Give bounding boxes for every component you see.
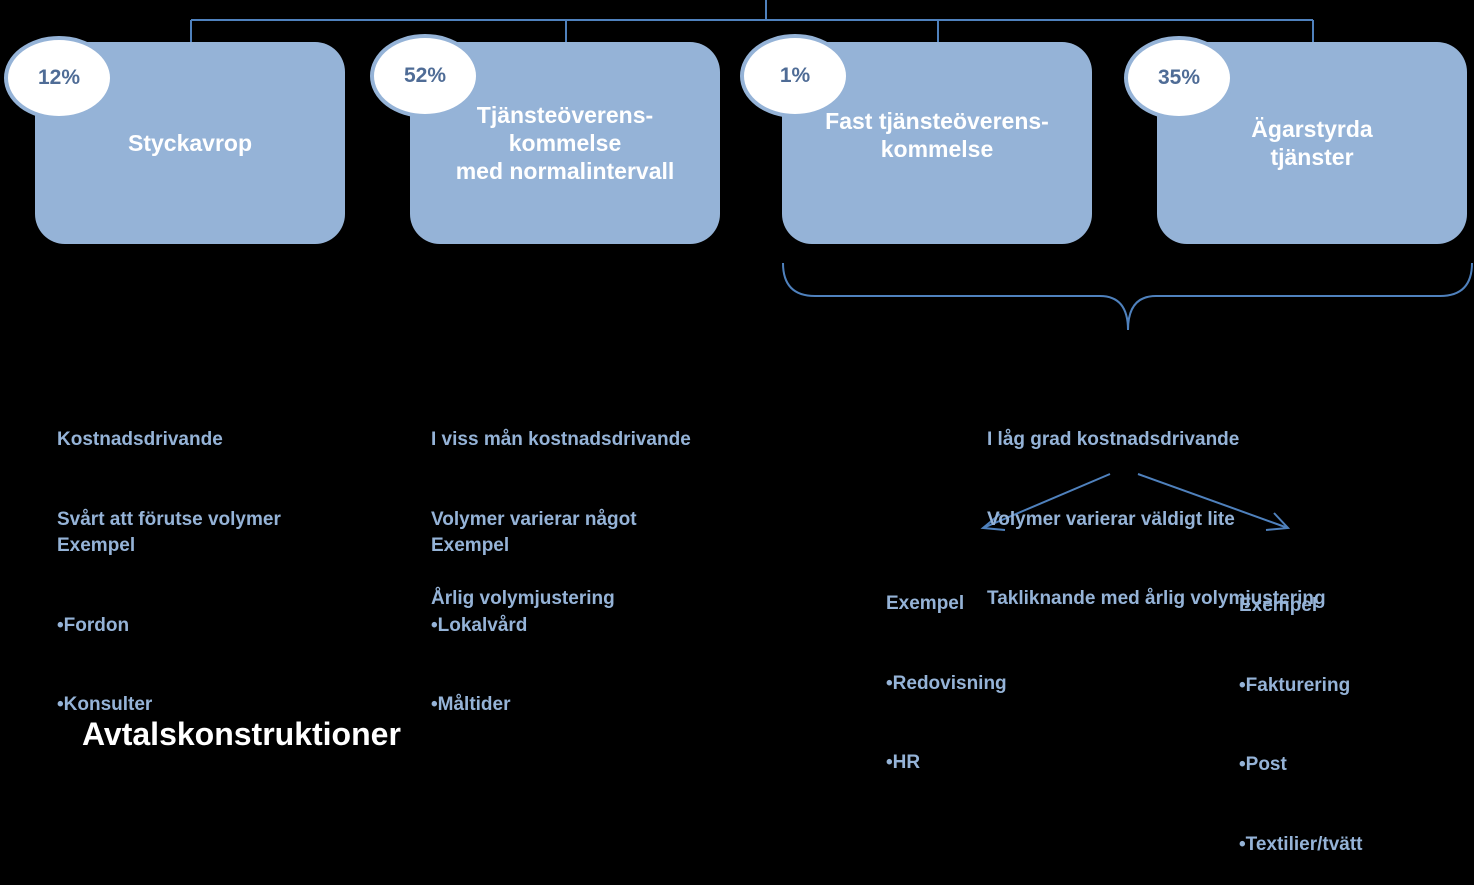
description-line: Volymer varierar något: [431, 508, 637, 530]
description-col2: I viss mån kostnadsdrivande Volymer vari…: [431, 374, 691, 639]
example-header: Exempel: [886, 593, 965, 614]
category-box-agarstyrda-tjanster: Ägarstyrda tjänster: [1157, 42, 1467, 244]
examples-col3-left: Exempel •Redovisning •HR: [886, 538, 1007, 803]
examples-col2: Exempel •Lokalvård •Måltider: [431, 480, 527, 745]
description-line: Årlig volymjustering: [431, 588, 615, 609]
percent-value: 35%: [1157, 66, 1201, 89]
examples-col3-right: Exempel •Fakturering •Post •Textilier/tv…: [1239, 540, 1363, 885]
percent-badge: 12%: [4, 36, 114, 120]
connector-lines: [190, 0, 1473, 531]
description-line: I låg grad kostnadsdrivande: [987, 429, 1240, 450]
example-item: •Måltider: [431, 694, 511, 715]
example-item: •Konsulter: [57, 694, 153, 715]
example-header: Exempel: [57, 535, 136, 556]
description-col1: Kostnadsdrivande Svårt att förutse volym…: [57, 374, 281, 560]
example-item: •Fakturering: [1239, 674, 1351, 696]
arrow-right-head: [1265, 512, 1291, 531]
percent-value: 12%: [37, 66, 81, 89]
example-item: •Redovisning: [886, 672, 1007, 694]
arrow-left-head: [980, 513, 1006, 531]
description-line: Kostnadsdrivande: [57, 429, 223, 450]
example-item: •Textilier/tvätt: [1239, 833, 1363, 855]
category-box-tjansteoverenskommelse: Tjänsteöverens- kommelse med normalinter…: [410, 42, 720, 244]
arrow-right-line: [1137, 473, 1289, 529]
example-header: Exempel: [431, 535, 510, 556]
percent-value: 1%: [779, 64, 811, 87]
page-title: Avtalskonstruktioner: [82, 716, 401, 752]
arrow-left-line: [982, 473, 1111, 529]
category-label: Tjänsteöverens- kommelse med normalinter…: [455, 102, 675, 184]
description-line: Svårt att förutse volymer: [57, 508, 281, 530]
percent-badge: 35%: [1124, 36, 1234, 120]
percent-value: 52%: [403, 64, 447, 87]
example-item: •Post: [1239, 754, 1287, 775]
category-label: Styckavrop: [127, 130, 252, 156]
category-label: Fast tjänsteöverens- kommelse: [825, 108, 1049, 162]
description-line: Takliknande med årlig volymjustering: [987, 588, 1326, 609]
example-item: •Lokalvård: [431, 614, 528, 636]
description-line: Volymer varierar väldigt lite: [987, 508, 1235, 530]
percent-badge: 52%: [370, 34, 480, 118]
example-header: Exempel: [1239, 595, 1318, 616]
example-item: •HR: [886, 752, 921, 773]
example-item: •Fordon: [57, 614, 130, 636]
percent-badge: 1%: [740, 34, 850, 118]
category-label: Ägarstyrda tjänster: [1251, 116, 1373, 170]
description-line: I viss mån kostnadsdrivande: [431, 429, 691, 450]
description-col3: I låg grad kostnadsdrivande Volymer vari…: [987, 374, 1326, 639]
grouping-brace: [782, 262, 1473, 331]
examples-col1: Exempel •Fordon •Konsulter: [57, 480, 152, 745]
